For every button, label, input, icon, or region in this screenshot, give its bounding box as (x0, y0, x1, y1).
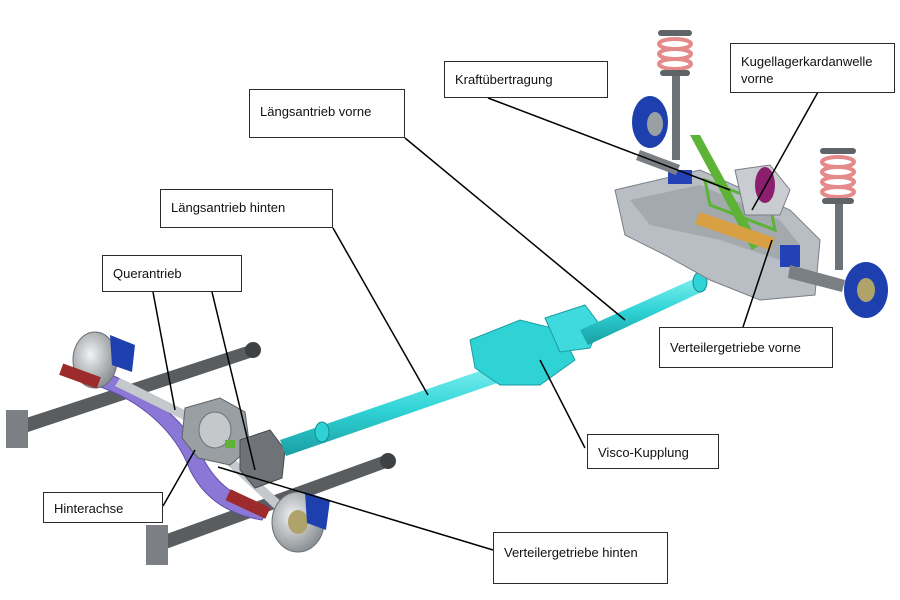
leader-kugellagerkardanwelle (751, 91, 819, 211)
rear-propshaft (280, 364, 506, 456)
leader-verteilergetriebe-hinten (217, 466, 494, 551)
label-hinterachse: Hinterachse (43, 492, 163, 523)
leader-kraftuebertragung (487, 97, 731, 191)
rear-green-part (225, 440, 235, 448)
rear-lower-link-bushing (380, 453, 396, 469)
rear-right-damper (225, 489, 271, 519)
front-right-spring (820, 148, 856, 204)
driveshafts (280, 271, 708, 456)
label-laengsantrieb-vorne: Längsantrieb vorne (249, 89, 405, 138)
leader-querantrieb-1 (152, 291, 176, 411)
label-querantrieb: Querantrieb (102, 255, 242, 292)
leader-laengsantrieb-vorne (404, 137, 626, 321)
rear-left-halfshaft (115, 378, 205, 428)
leader-laengsantrieb-hinten (332, 227, 429, 396)
front-transfer-ring (755, 167, 775, 203)
label-kugellagerkardanwelle-vorne: Kugellagerkardanwelle vorne (730, 43, 895, 93)
rear-upper-link-bushing (245, 342, 261, 358)
front-left-spring (657, 30, 693, 76)
rear-propshaft-joint (314, 421, 330, 443)
label-verteilergetriebe-hinten: Verteilergetriebe hinten (493, 532, 668, 584)
leader-verteilergetriebe-vorne (742, 239, 773, 328)
front-transfer-shaft (695, 212, 775, 250)
front-axle-assembly (614, 30, 888, 318)
rear-differential-cover (198, 411, 232, 449)
label-visco-kupplung: Visco-Kupplung (587, 434, 719, 469)
rear-crossmember (94, 371, 271, 521)
front-propshaft (580, 276, 706, 345)
label-verteilergetriebe-vorne: Verteilergetriebe vorne (659, 327, 833, 368)
leader-visco-kupplung (539, 359, 586, 449)
front-left-hub (647, 112, 663, 136)
label-kraftuebertragung: Kraftübertragung (444, 61, 608, 98)
rear-coupling-box (239, 429, 286, 489)
leader-querantrieb-2 (211, 291, 256, 471)
front-green-link (690, 135, 760, 250)
front-blue-part-2 (780, 245, 800, 267)
rear-right-bracket (146, 525, 168, 565)
front-right-strut-rod (835, 195, 843, 270)
rear-axle-assembly (6, 331, 396, 565)
rear-right-caliper (305, 492, 330, 530)
front-left-strut-rod (672, 70, 680, 160)
rear-left-bracket (6, 410, 28, 448)
visco-coupling (469, 319, 576, 386)
rear-right-hub (288, 510, 308, 534)
rear-left-caliper (110, 335, 135, 372)
front-right-control-arm (788, 265, 845, 292)
leader-hinterachse (162, 449, 196, 507)
label-laengsantrieb-hinten: Längsantrieb hinten (160, 189, 333, 228)
rear-left-damper (59, 363, 101, 389)
leader-lines (152, 91, 819, 551)
front-right-hub (857, 278, 875, 302)
